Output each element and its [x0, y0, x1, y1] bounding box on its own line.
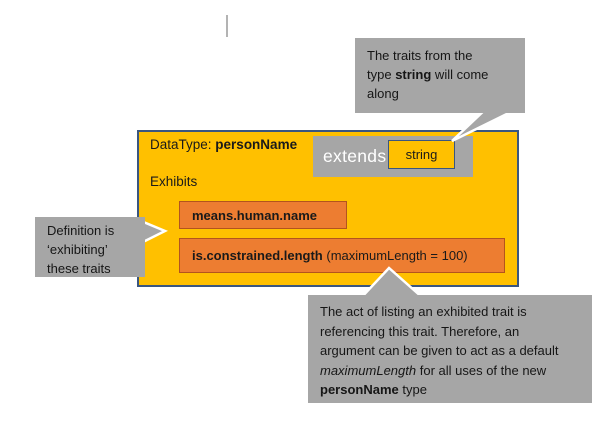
callout-line: personName type: [320, 382, 427, 397]
datatype-name: personName: [215, 137, 298, 152]
callout-left: Definition is ‘exhibiting’ these traits: [35, 217, 145, 277]
trait-args: (maximumLength = 100): [322, 248, 468, 263]
trait-name: is.constrained.length: [192, 248, 323, 263]
callout-top: The traits from the type string will com…: [355, 38, 525, 113]
callout-line: The act of listing an exhibited trait is: [320, 304, 527, 319]
callout-bottom: The act of listing an exhibited trait is…: [308, 295, 592, 403]
trait-box-means-human-name: means.human.name: [179, 201, 347, 229]
callout-line: along: [367, 86, 399, 101]
callout-line: referencing this trait. Therefore, an: [320, 323, 520, 339]
datatype-label: DataType: personName: [150, 137, 297, 153]
string-type-label: string: [405, 147, 438, 162]
callout-line: The traits from the: [367, 48, 473, 63]
extends-label: extends: [323, 146, 387, 166]
datatype-prefix: DataType:: [150, 137, 216, 152]
callout-line: Definition is: [47, 223, 115, 238]
callout-line: type string will come: [367, 67, 489, 82]
trait-name: means.human.name: [192, 207, 317, 223]
callout-line: these traits: [47, 261, 111, 276]
text-cursor-artifact: [226, 15, 228, 37]
callout-line: ‘exhibiting’: [47, 242, 108, 257]
exhibits-label: Exhibits: [150, 174, 198, 189]
trait-box-is-constrained-length: is.constrained.length (maximumLength = 1…: [179, 238, 505, 273]
callout-line: argument can be given to act as a defaul…: [320, 343, 559, 358]
callout-line: maximumLength for all uses of the new: [320, 362, 547, 378]
string-type-box: string: [388, 140, 455, 169]
